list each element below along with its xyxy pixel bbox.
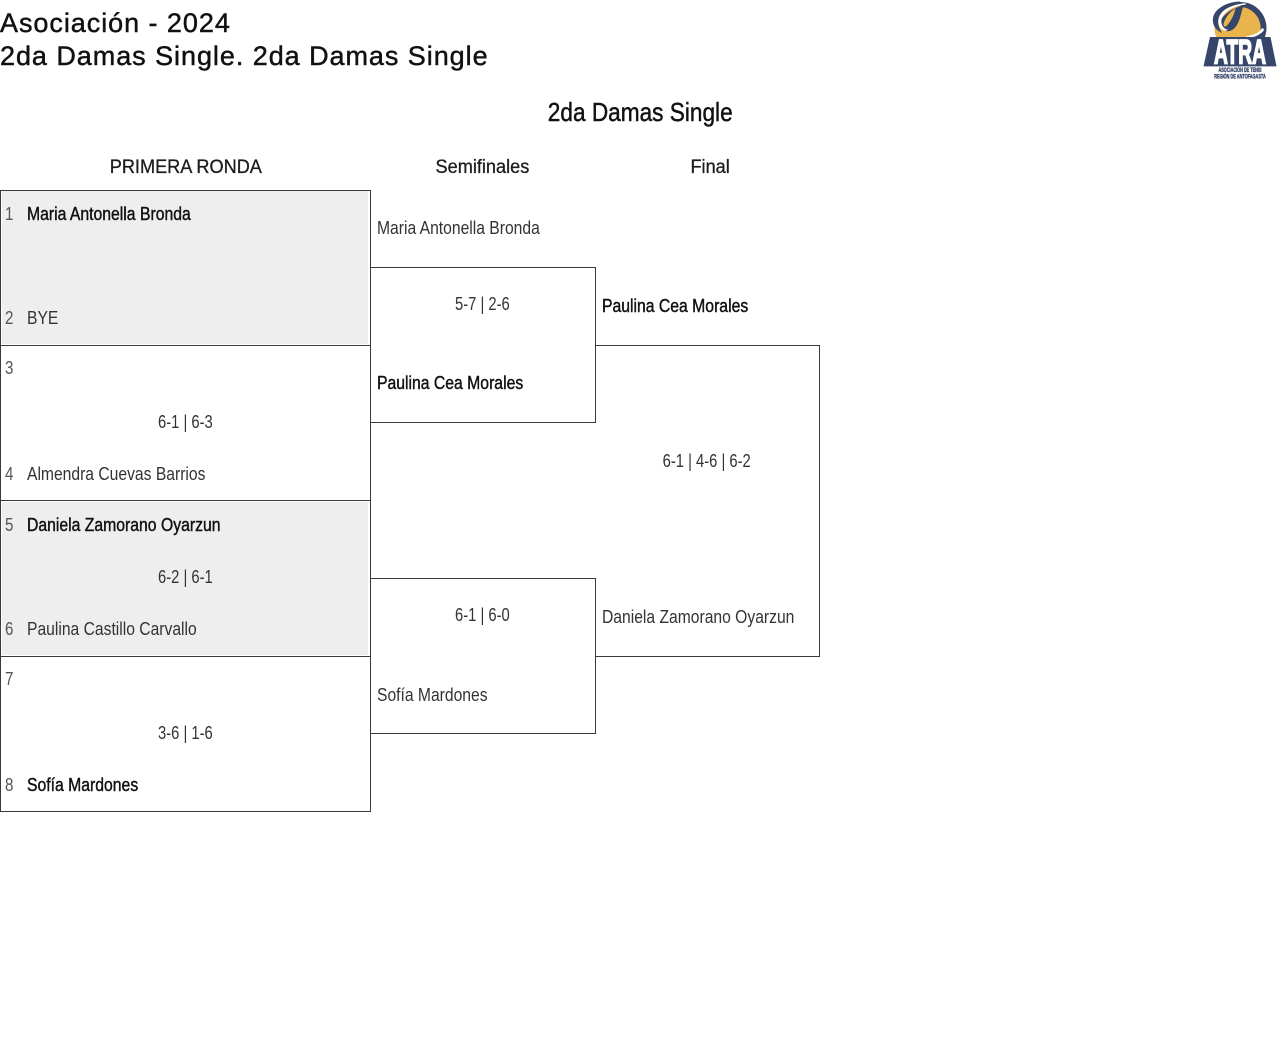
svg-text:ASOCIACIÓN DE TENIS: ASOCIACIÓN DE TENIS	[1219, 66, 1262, 74]
svg-text:ATRA: ATRA	[1214, 33, 1266, 71]
svg-text:REGIÓN DE ANTOFAGASTA: REGIÓN DE ANTOFAGASTA	[1214, 73, 1266, 81]
